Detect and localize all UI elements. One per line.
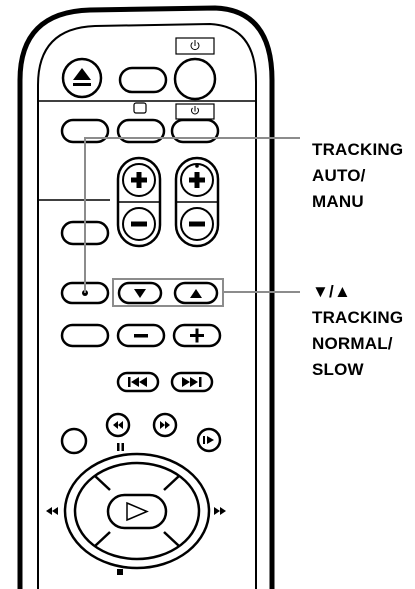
play-icon (126, 501, 149, 522)
oval-button-left-lower[interactable] (60, 323, 110, 348)
callout-line-tracking-auto-manu (84, 137, 300, 293)
rewind-icon (46, 507, 58, 515)
callout-tracking-normal-slow-line-1: ▼/▲ (312, 282, 351, 301)
callout-tracking-normal-slow-line-2: TRACKING (312, 308, 404, 327)
plus-icon (190, 328, 204, 343)
callout-tracking-normal-slow-line-4: SLOW (312, 360, 364, 379)
minus-icon (189, 221, 205, 227)
plus-icon (189, 172, 205, 188)
pause-icon (117, 443, 124, 451)
remote-body-outline (17, 5, 275, 589)
tv-video-button[interactable] (116, 118, 166, 144)
rewind-icon (113, 421, 123, 429)
minus-icon (134, 334, 148, 338)
direction-pad-segment-line (94, 475, 111, 491)
direction-pad-segment-line (94, 531, 111, 547)
round-button-left[interactable] (60, 427, 88, 455)
callout-tracking-auto-manu-line-3: MANU (312, 192, 364, 211)
power-icon (191, 106, 199, 115)
direction-pad-inner-ring (73, 461, 201, 561)
stop-icon (117, 569, 123, 575)
power-button[interactable] (173, 57, 217, 101)
fast-forward-icon (160, 421, 170, 429)
slow-icon (203, 436, 214, 444)
up-triangle-icon (190, 289, 202, 298)
callout-tracking-auto-manu-line-1: TRACKING (312, 140, 404, 159)
fast-forward-icon (214, 507, 226, 515)
direction-pad-segment-line (163, 475, 180, 491)
power-icon (190, 40, 200, 51)
eject-icon (73, 68, 91, 86)
down-triangle-icon (134, 289, 146, 298)
volume-up-dot (195, 164, 199, 168)
callout-tracking-auto-manu: TRACKING AUTO/ MANU (312, 137, 403, 215)
previous-icon (128, 377, 147, 387)
minus-icon (131, 221, 147, 227)
tv-screen-label-box (133, 102, 147, 114)
callout-tracking-normal-slow-line-3: NORMAL/ (312, 334, 393, 353)
callout-tracking-auto-manu-line-2: AUTO/ (312, 166, 366, 185)
next-icon (182, 377, 202, 387)
tv-power-button[interactable] (170, 118, 220, 144)
top-oval-button[interactable] (118, 66, 168, 94)
callout-tracking-normal-slow: ▼/▲ TRACKING NORMAL/ SLOW (312, 279, 403, 383)
direction-pad-segment-line (163, 531, 180, 547)
remote-body-inner-outline (37, 22, 257, 589)
plus-icon (131, 172, 147, 188)
